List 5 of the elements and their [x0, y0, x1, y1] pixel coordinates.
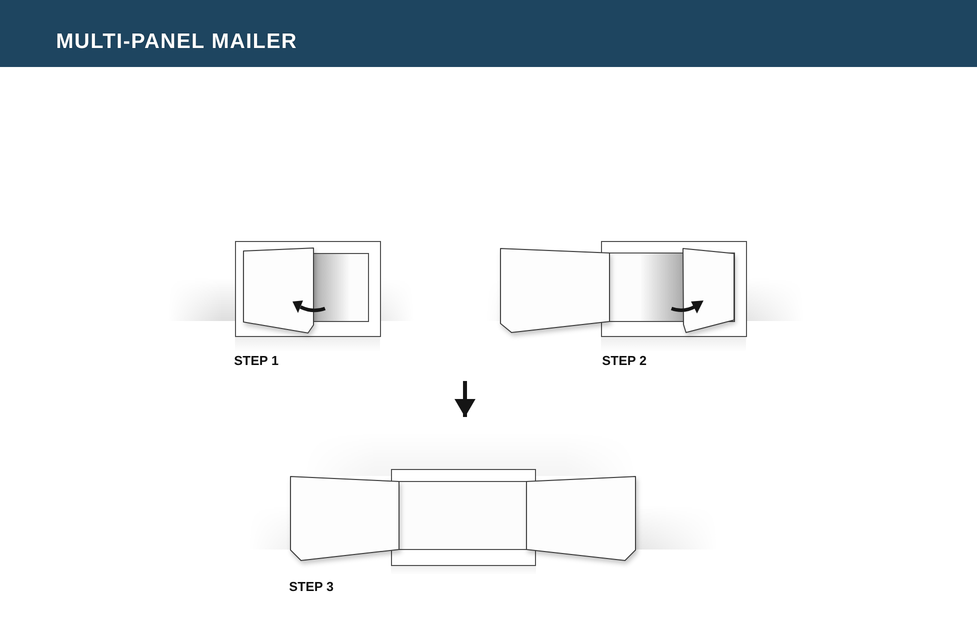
- step-label: STEP 1: [234, 353, 279, 369]
- title: MULTI-PANEL MAILER: [56, 29, 298, 55]
- step-label: STEP 3: [289, 579, 334, 595]
- arrow: [454, 381, 476, 417]
- step-label: STEP 2: [602, 353, 647, 369]
